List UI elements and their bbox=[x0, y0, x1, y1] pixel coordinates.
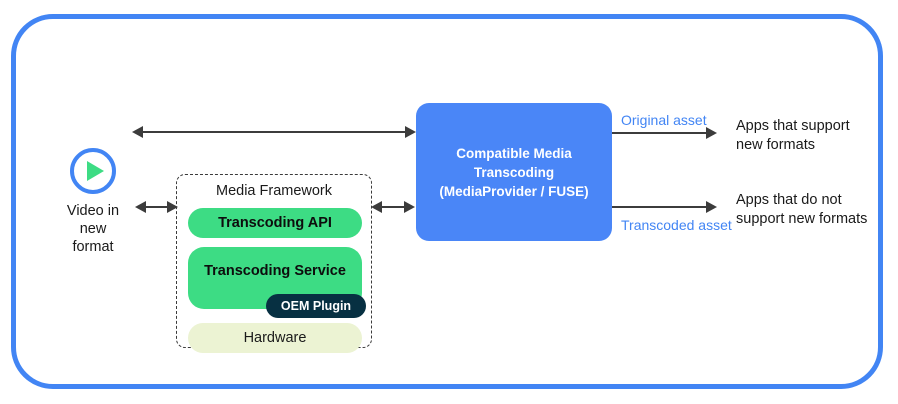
media-framework-stack: Transcoding API Transcoding Service OEM … bbox=[188, 208, 366, 353]
play-circle-icon bbox=[70, 148, 116, 194]
original-asset-label: Original asset bbox=[621, 112, 707, 128]
connector-framework-to-cmt-arrowhead-left bbox=[371, 201, 382, 213]
play-triangle-icon bbox=[86, 161, 104, 181]
hardware-label: Hardware bbox=[243, 330, 307, 346]
connector-cmt-to-supporting-apps-arrowhead bbox=[706, 127, 717, 139]
transcoding-service-label: Transcoding Service bbox=[204, 263, 346, 279]
hardware-block: Hardware bbox=[188, 323, 362, 353]
connector-cmt-to-nonsupporting-apps-arrowhead bbox=[706, 201, 717, 213]
oem-plugin-badge: OEM Plugin bbox=[266, 294, 366, 318]
compatible-media-transcoding-box: Compatible Media Transcoding (MediaProvi… bbox=[416, 103, 612, 241]
connector-video-to-framework-arrowhead-left bbox=[135, 201, 146, 213]
supporting-apps-label: Apps that support new formats bbox=[736, 118, 850, 153]
nonsupporting-apps-label: Apps that do not support new formats bbox=[736, 192, 868, 227]
oem-plugin-label: OEM Plugin bbox=[280, 299, 352, 313]
connector-framework-to-cmt-line bbox=[382, 206, 408, 208]
connector-framework-to-cmt-arrowhead-right bbox=[404, 201, 415, 213]
transcoding-service-block: Transcoding Service OEM Plugin bbox=[188, 247, 366, 318]
connector-cmt-to-supporting-apps-line bbox=[612, 132, 708, 134]
media-framework-title: Media Framework bbox=[215, 183, 333, 199]
media-framework-box: Media Framework Transcoding API Transcod… bbox=[176, 174, 372, 353]
connector-video-to-cmt-arrowhead-left bbox=[132, 126, 143, 138]
connector-cmt-to-nonsupporting-apps-line bbox=[612, 206, 708, 208]
connector-video-to-cmt-arrowhead-right bbox=[405, 126, 416, 138]
transcoding-api-block: Transcoding API bbox=[188, 208, 362, 238]
transcoding-api-label: Transcoding API bbox=[218, 215, 332, 231]
connector-video-to-cmt-line bbox=[143, 131, 411, 133]
connector-video-to-framework-line bbox=[146, 206, 168, 208]
video-source-group: Video in new format bbox=[48, 148, 138, 256]
transcoded-asset-label: Transcoded asset bbox=[621, 217, 732, 233]
video-source-label: Video in new format bbox=[66, 203, 120, 255]
connector-video-to-framework-arrowhead-right bbox=[167, 201, 178, 213]
